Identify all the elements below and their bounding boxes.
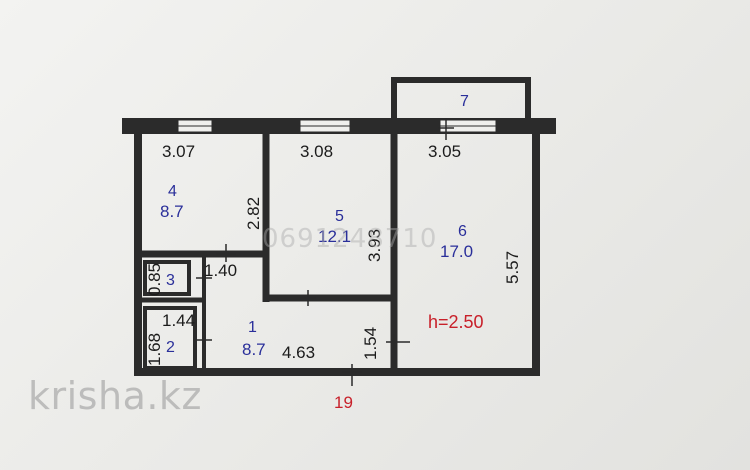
dim-r4-top: 3.07 xyxy=(162,142,195,161)
dim-r3-width: 1.40 xyxy=(204,261,237,280)
dim-r2-width: 1.44 xyxy=(162,311,195,330)
room-6-number: 6 xyxy=(458,223,467,240)
dim-r4-side: 2.82 xyxy=(244,197,263,230)
outer-wall xyxy=(134,126,540,376)
ceiling-height: h=2.50 xyxy=(428,312,484,332)
phone-watermark: 0691248710 xyxy=(262,224,438,254)
dim-r6-side: 5.57 xyxy=(503,251,522,284)
dim-r5-side: 3.93 xyxy=(365,229,384,262)
room-5-number: 5 xyxy=(335,208,344,225)
room-4-number: 4 xyxy=(168,183,177,200)
apartment-number: 19 xyxy=(334,393,353,412)
dim-r5-top: 3.08 xyxy=(300,142,333,161)
room-3-number: 3 xyxy=(166,272,175,289)
dim-r2-height: 1.68 xyxy=(145,333,164,366)
dim-r1-width: 4.63 xyxy=(282,343,315,362)
room-2-number: 2 xyxy=(166,339,175,356)
room-3-outline xyxy=(143,260,191,296)
room-4-area: 8.7 xyxy=(160,202,184,221)
room-7-number: 7 xyxy=(460,93,469,110)
krisha-watermark: krisha.kz xyxy=(28,374,202,418)
room-1-number: 1 xyxy=(248,319,257,336)
room-1-area: 8.7 xyxy=(242,340,266,359)
dim-r3-height: 0.85 xyxy=(145,263,164,296)
dim-r1-side: 1.54 xyxy=(361,327,380,360)
dim-r6-top: 3.05 xyxy=(428,142,461,161)
room-2-outline xyxy=(143,306,197,370)
room-5-area: 12.1 xyxy=(318,227,351,246)
room-6-area: 17.0 xyxy=(440,242,473,261)
